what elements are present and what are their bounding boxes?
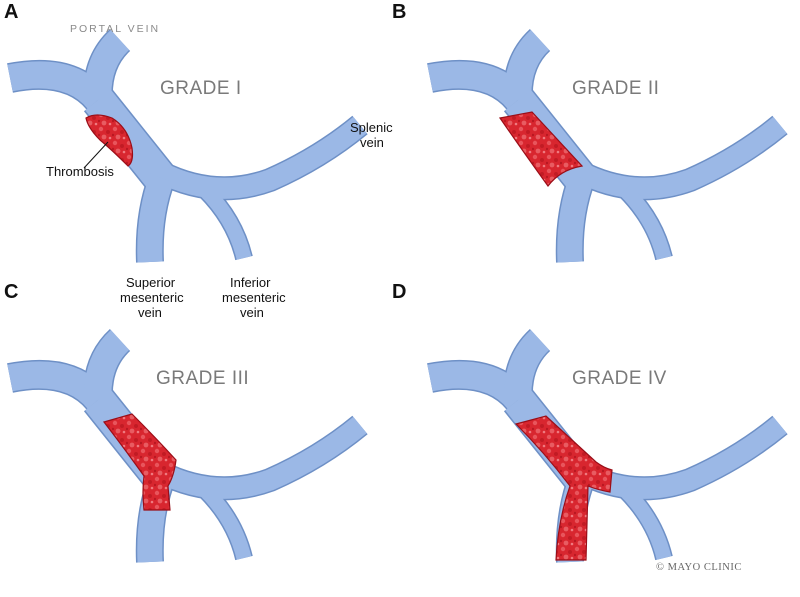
smv-label-line2: mesenteric: [120, 290, 184, 305]
panel-d: D GRADE IV © MAYO CLINIC: [392, 281, 780, 573]
panel-letter-d: D: [392, 281, 406, 303]
panel-letter-a: A: [4, 1, 18, 23]
vein-network-a: [10, 40, 360, 262]
thrombosis-leader-line: [83, 141, 109, 169]
smv-label-line1: Superior: [126, 275, 176, 290]
thrombus-b: [498, 111, 584, 188]
thrombus-a: [85, 114, 134, 167]
panel-a: A PORTAL VEIN GRADE I Thrombosis Splenic…: [4, 1, 393, 320]
copyright: © MAYO CLINIC: [656, 562, 742, 573]
panel-letter-c: C: [4, 281, 18, 303]
splenic-vein-label-line2: vein: [360, 135, 384, 150]
grade-title-a: GRADE I: [160, 78, 242, 99]
thrombus-d: [514, 415, 613, 561]
thrombosis-label: Thrombosis: [46, 164, 114, 179]
vein-network-b: [430, 40, 780, 262]
panel-b: B GRADE II: [392, 1, 780, 262]
imv-label-line3: vein: [240, 305, 264, 320]
grade-title-d: GRADE IV: [572, 368, 667, 389]
panel-c: C GRADE III: [4, 281, 360, 562]
smv-label-line3: vein: [138, 305, 162, 320]
splenic-vein-label-line1: Splenic: [350, 120, 393, 135]
thrombus-c: [102, 413, 177, 511]
imv-label-line1: Inferior: [230, 275, 271, 290]
portal-vein-label: PORTAL VEIN: [70, 23, 160, 35]
grade-title-b: GRADE II: [572, 78, 659, 99]
grade-title-c: GRADE III: [156, 368, 249, 389]
panel-letter-b: B: [392, 1, 406, 23]
imv-label-line2: mesenteric: [222, 290, 286, 305]
